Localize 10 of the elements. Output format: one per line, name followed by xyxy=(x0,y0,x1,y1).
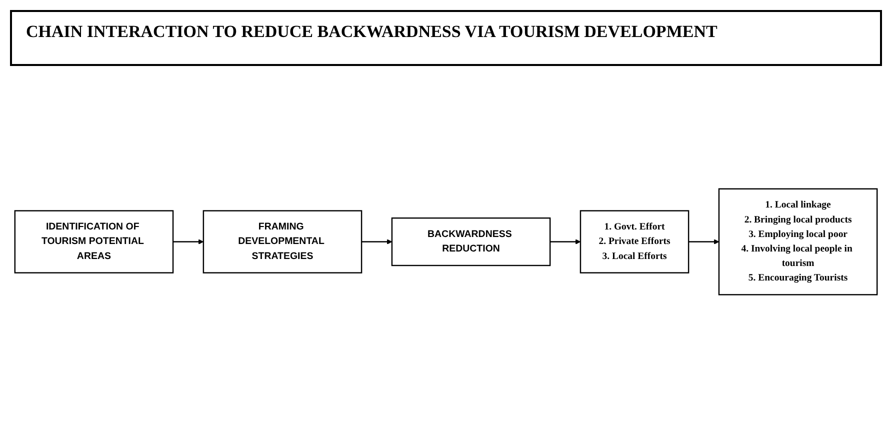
arrow xyxy=(362,239,392,245)
arrow xyxy=(688,239,720,245)
arrow xyxy=(550,239,581,245)
arrow xyxy=(173,239,204,245)
node-box: 1. Local linkage 2. Bringing local products 3. Employing local poor 4. Involving local people in tourism 5. Encouraging Tourists xyxy=(718,188,878,296)
node-box: FRAMING DEVELOPMENTAL STRATEGIES xyxy=(202,210,362,274)
diagram-title: CHAIN INTERACTION TO REDUCE BACKWARDNESS VIA TOURISM DEVELOPMENT xyxy=(10,10,882,66)
node-box: BACKWARDNESS REDUCTION xyxy=(391,218,551,266)
node-box: IDENTIFICATION OF TOURISM POTENTIAL AREAS xyxy=(14,210,174,274)
node-box: 1. Govt. Effort 2. Private Efforts 3. Local Efforts xyxy=(580,210,690,274)
